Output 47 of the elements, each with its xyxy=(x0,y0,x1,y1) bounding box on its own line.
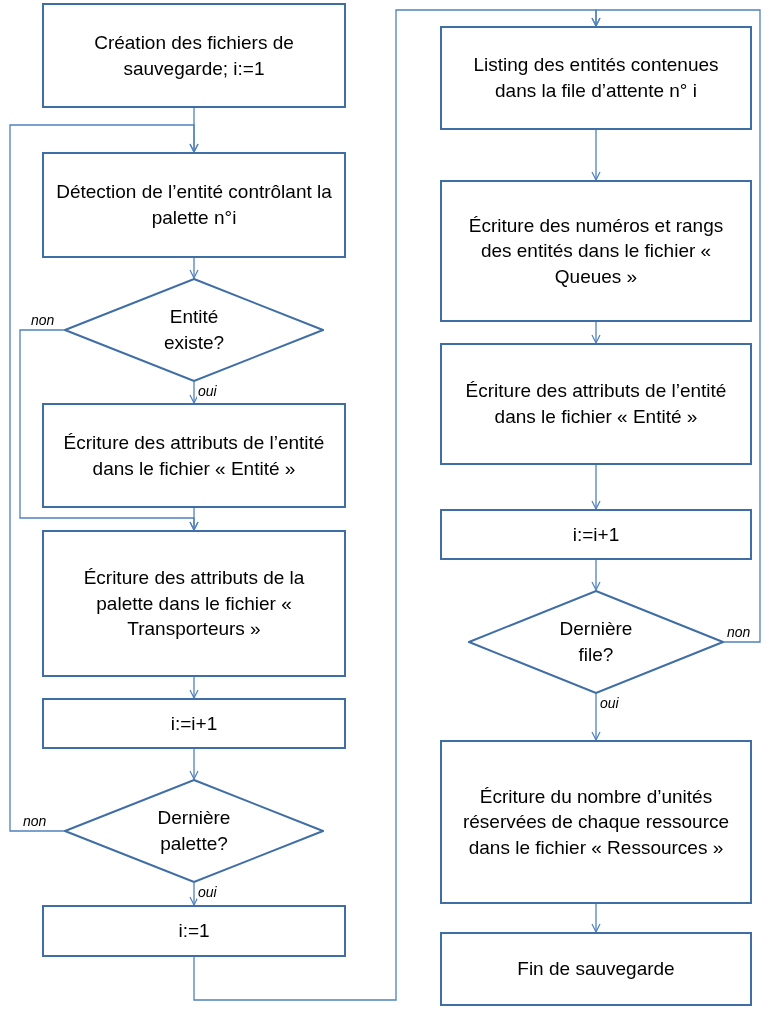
node-text: Écriture des attributs de l’entité dans le fichier « Entité » xyxy=(464,379,728,429)
arrow xyxy=(591,693,601,741)
arrow xyxy=(189,507,199,531)
process-box xyxy=(42,698,346,749)
process-box xyxy=(440,180,752,322)
edge-label: oui xyxy=(197,384,218,398)
process-box xyxy=(440,740,752,904)
node-text: i:=i+1 xyxy=(572,522,620,547)
node-text: Dernière palette? xyxy=(156,806,232,856)
node-text: Détection de l’entité contrôlant la palette n°i xyxy=(56,180,332,230)
node-text: Écriture des attributs de l’entité dans le fichier « Entité » xyxy=(62,430,326,481)
arrow xyxy=(189,381,199,404)
edge-label: oui xyxy=(599,696,620,710)
node-text: i:=i+1 xyxy=(170,711,218,736)
node-text: Entité existe? xyxy=(162,305,226,355)
arrow xyxy=(591,129,601,181)
node-text: Création des fichiers de sauvegarde; i:=1 xyxy=(93,30,295,81)
node-text: Écriture du nombre d’unités réservées de chaque ressource dans le fichier « Ressources » xyxy=(461,784,731,860)
edge-label: oui xyxy=(197,885,218,899)
arrow xyxy=(189,882,199,906)
arrow xyxy=(591,559,601,591)
arrow xyxy=(591,321,601,344)
node-text: Fin de sauvegarde xyxy=(517,957,675,982)
process-box xyxy=(42,530,346,677)
process-box xyxy=(440,509,752,560)
arrow xyxy=(591,9,761,643)
process-box xyxy=(42,905,346,957)
node-text: Listing des entités contenues dans la file d’attente n° i xyxy=(472,53,720,103)
decision-diamond xyxy=(64,278,324,382)
node-text: Dernière file? xyxy=(558,617,634,667)
process-box xyxy=(440,932,752,1006)
arrow xyxy=(189,257,199,279)
process-box xyxy=(42,403,346,508)
node-text: i:=1 xyxy=(178,919,210,944)
process-box xyxy=(42,3,346,108)
arrow xyxy=(9,124,199,832)
arrow xyxy=(189,676,199,699)
process-box xyxy=(42,152,346,258)
process-box xyxy=(440,26,752,130)
arrow xyxy=(591,903,601,933)
arrow xyxy=(591,464,601,510)
node-text: Écriture des attributs de la palette dans le fichier « Transporteurs » xyxy=(82,566,306,642)
arrow xyxy=(189,748,199,780)
decision-diamond xyxy=(468,590,724,694)
node-text: Écriture des numéros et rangs des entités dans le fichier « Queues » xyxy=(467,213,725,289)
process-box xyxy=(440,343,752,465)
decision-diamond xyxy=(64,779,324,883)
